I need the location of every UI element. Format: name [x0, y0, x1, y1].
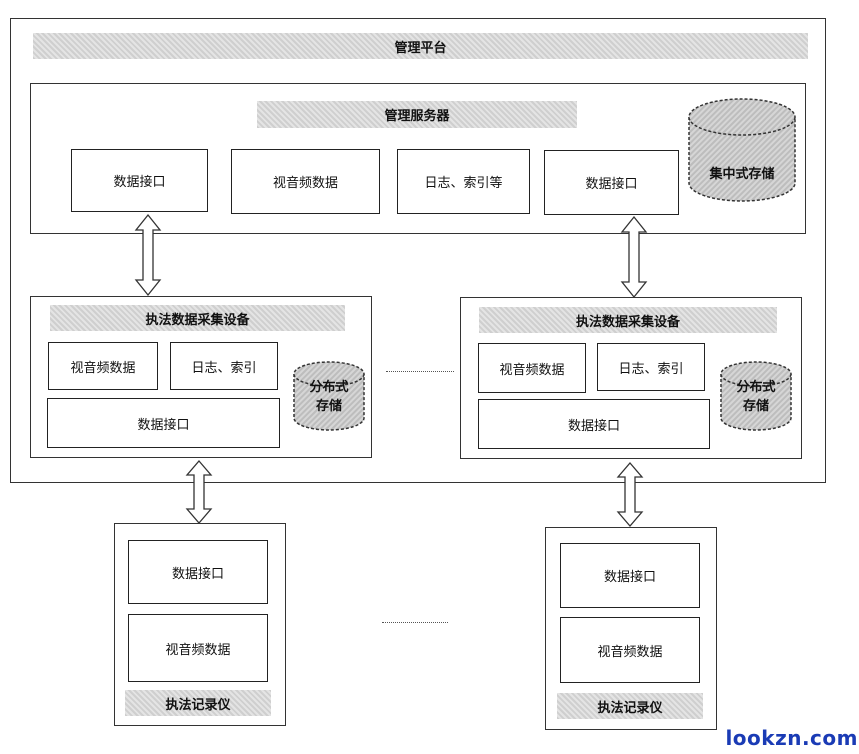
collector-2-data-interface: 数据接口	[478, 399, 710, 449]
centralized-storage-label: 集中式存储	[709, 166, 775, 182]
double-arrow-icon-collector-1-recorder-1	[185, 460, 213, 524]
server-title: 管理服务器	[257, 101, 577, 128]
platform-title: 管理平台	[33, 33, 808, 59]
collector-1-av-data: 视音频数据	[48, 342, 158, 390]
collector-1-storage-line2: 存储	[315, 399, 342, 414]
recorder-1-title: 执法记录仪	[125, 690, 271, 716]
collector-1-distributed-storage-icon	[293, 361, 365, 431]
collector-2-av-data: 视音频数据	[478, 343, 586, 393]
server-av-data: 视音频数据	[231, 149, 380, 214]
collector-2-distributed-storage-icon	[720, 361, 792, 431]
collector-2-log-index: 日志、索引	[597, 343, 705, 391]
double-arrow-icon-server-collector-1	[134, 213, 162, 297]
server-data-interface-right: 数据接口	[544, 150, 679, 215]
collector-1-title: 执法数据采集设备	[50, 305, 345, 331]
recorder-2-av-data: 视音频数据	[560, 617, 700, 683]
double-arrow-icon-collector-2-recorder-2	[616, 462, 644, 527]
server-data-interface-left: 数据接口	[71, 149, 208, 212]
collector-1-storage-label: 分布式 存储	[292, 376, 366, 418]
collector-2-storage-line1: 分布式	[736, 380, 776, 395]
recorder-1-av-data: 视音频数据	[128, 614, 268, 682]
collector-1-data-interface: 数据接口	[47, 398, 280, 448]
recorder-1-data-interface: 数据接口	[128, 540, 268, 604]
recorder-ellipsis	[382, 622, 448, 623]
centralized-storage-icon	[688, 98, 796, 202]
collector-2-storage-label: 分布式 存储	[719, 376, 793, 418]
collector-ellipsis	[386, 371, 454, 372]
double-arrow-icon-server-collector-2	[620, 215, 648, 299]
server-log-index: 日志、索引等	[397, 149, 530, 214]
recorder-2-title: 执法记录仪	[557, 693, 703, 719]
recorder-2-data-interface: 数据接口	[560, 543, 700, 608]
watermark: lookzn.com	[725, 726, 858, 750]
collector-2-title: 执法数据采集设备	[479, 307, 777, 333]
collector-1-storage-line1: 分布式	[309, 380, 349, 395]
collector-1-log-index: 日志、索引	[170, 342, 278, 390]
collector-2-storage-line2: 存储	[742, 399, 769, 414]
